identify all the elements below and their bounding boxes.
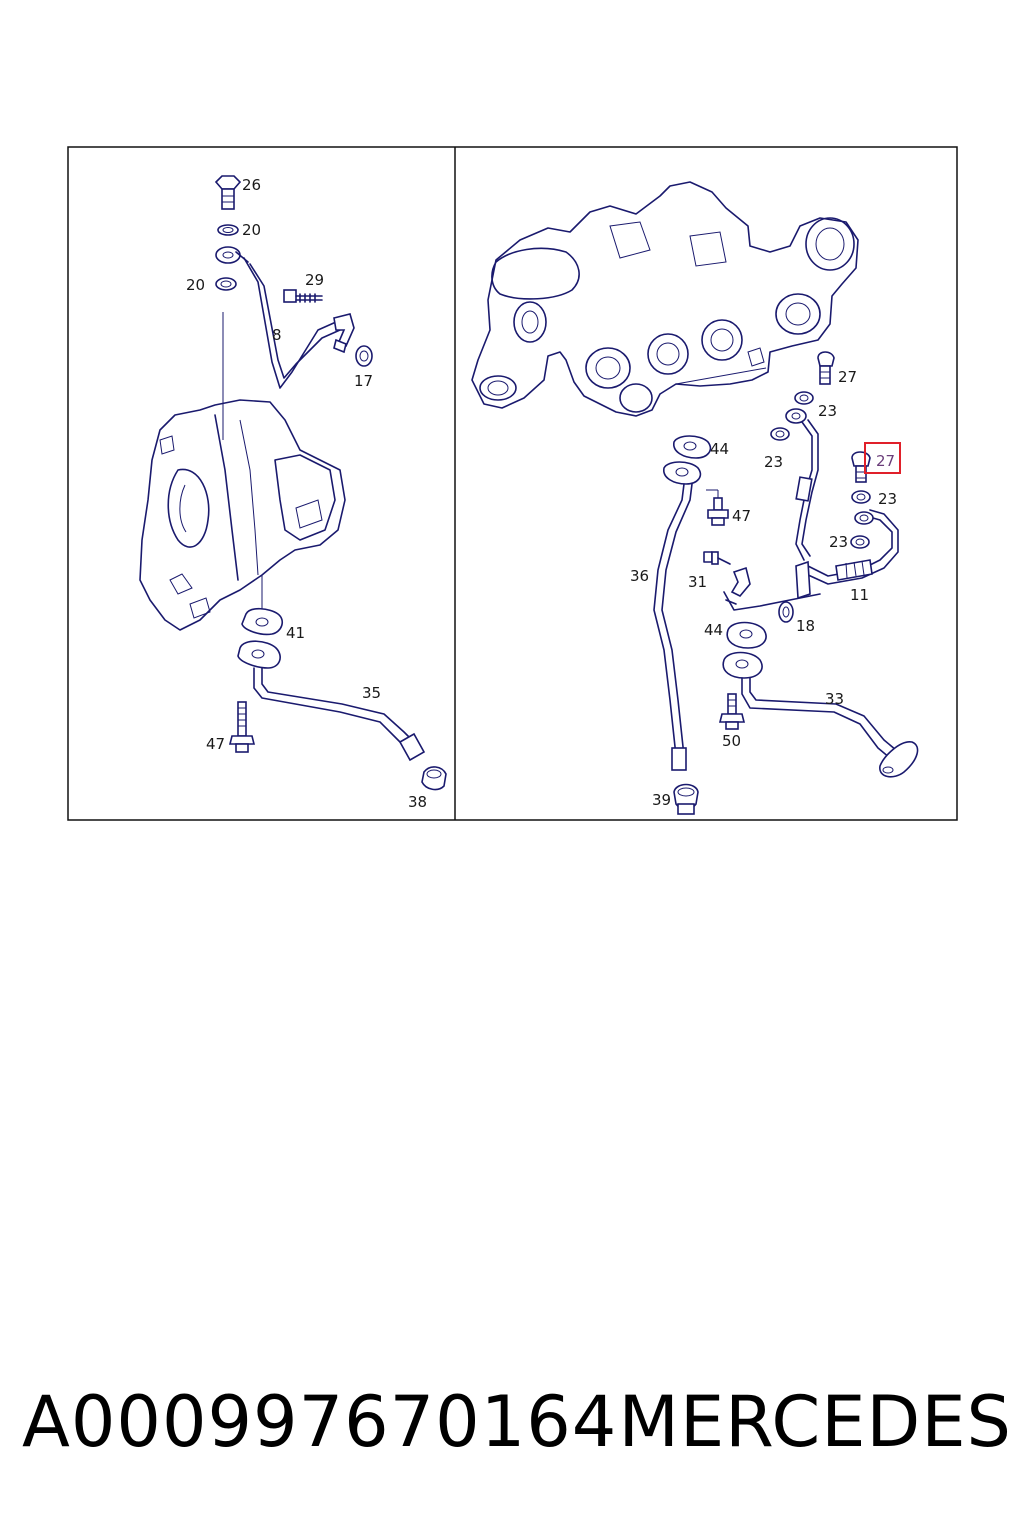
label-20-top: 20 (242, 221, 261, 239)
washer-23-d-icon (850, 535, 870, 549)
label-33: 33 (825, 690, 844, 708)
banjo-bolt-27-upper-icon (817, 351, 835, 385)
part-number: A000997670164 (22, 1381, 618, 1463)
oil-feed-pipe-icon (795, 419, 899, 585)
label-18: 18 (796, 617, 815, 635)
label-47-right: 47 (732, 507, 751, 525)
label-35: 35 (362, 684, 381, 702)
label-17: 17 (354, 372, 373, 390)
bracket-bolt-29-icon (283, 289, 355, 347)
label-39: 39 (652, 791, 671, 809)
left-panel: 26 20 20 29 8 17 41 35 47 38 (139, 175, 447, 811)
washer-23-a-icon (794, 391, 814, 405)
gasket-44-lower-icon (726, 621, 767, 649)
label-8: 8 (272, 326, 282, 344)
label-29: 29 (305, 271, 324, 289)
label-36: 36 (630, 567, 649, 585)
label-27-upper: 27 (838, 368, 857, 386)
label-23-a: 23 (818, 402, 837, 420)
turbocharger-body-icon (139, 399, 346, 631)
label-41: 41 (286, 624, 305, 642)
label-20-left: 20 (186, 276, 205, 294)
label-38: 38 (408, 793, 427, 811)
oil-feed-line-8 (243, 257, 337, 389)
washer-23-b-icon (770, 427, 790, 441)
seal-17-icon (355, 345, 373, 367)
banjo-bolt-27-highlighted-icon (851, 451, 871, 483)
gasket-44-upper-icon (673, 435, 712, 459)
label-47: 47 (206, 735, 225, 753)
label-23-b: 23 (764, 453, 783, 471)
bolt-50-icon (718, 693, 746, 730)
banjo-bolt-26-icon (214, 175, 242, 210)
banjo-fitting-icon (215, 246, 249, 264)
bolt-47-icon (228, 701, 256, 753)
label-26: 26 (242, 176, 261, 194)
bolt-31-bracket-icon (703, 551, 821, 611)
grommet-38-icon (421, 766, 447, 791)
exhaust-manifold-turbo-icon (471, 181, 859, 417)
seal-18-icon (778, 601, 794, 623)
grommet-39-icon (673, 783, 699, 815)
label-44-upper: 44 (710, 440, 729, 458)
label-50: 50 (722, 732, 741, 750)
caption: A000997670164 MERCEDES (22, 1372, 1012, 1472)
oil-return-line-33-icon (722, 651, 919, 778)
gasket-41-icon (241, 607, 284, 636)
oil-return-line-35 (237, 640, 426, 762)
washer-23-c-icon (851, 490, 871, 504)
label-23-c: 23 (878, 490, 897, 508)
label-27-highlighted: 27 (876, 452, 895, 470)
bolt-47-right-icon (706, 489, 729, 526)
oil-return-pipe-36-icon (653, 461, 702, 771)
brand-name: MERCEDES (618, 1381, 1012, 1463)
right-panel: 27 23 23 44 27 23 47 23 36 31 11 44 18 3… (471, 181, 919, 815)
diagram-frame (67, 146, 958, 821)
highlight-box-27 (864, 442, 901, 474)
washer-20-left-icon (215, 277, 237, 291)
washer-20-top-icon (217, 224, 239, 236)
parts-diagram: 26 20 20 29 8 17 41 35 47 38 (67, 146, 958, 821)
label-23-d: 23 (829, 533, 848, 551)
label-31: 31 (688, 573, 707, 591)
label-11: 11 (850, 586, 869, 604)
label-44-lower: 44 (704, 621, 723, 639)
